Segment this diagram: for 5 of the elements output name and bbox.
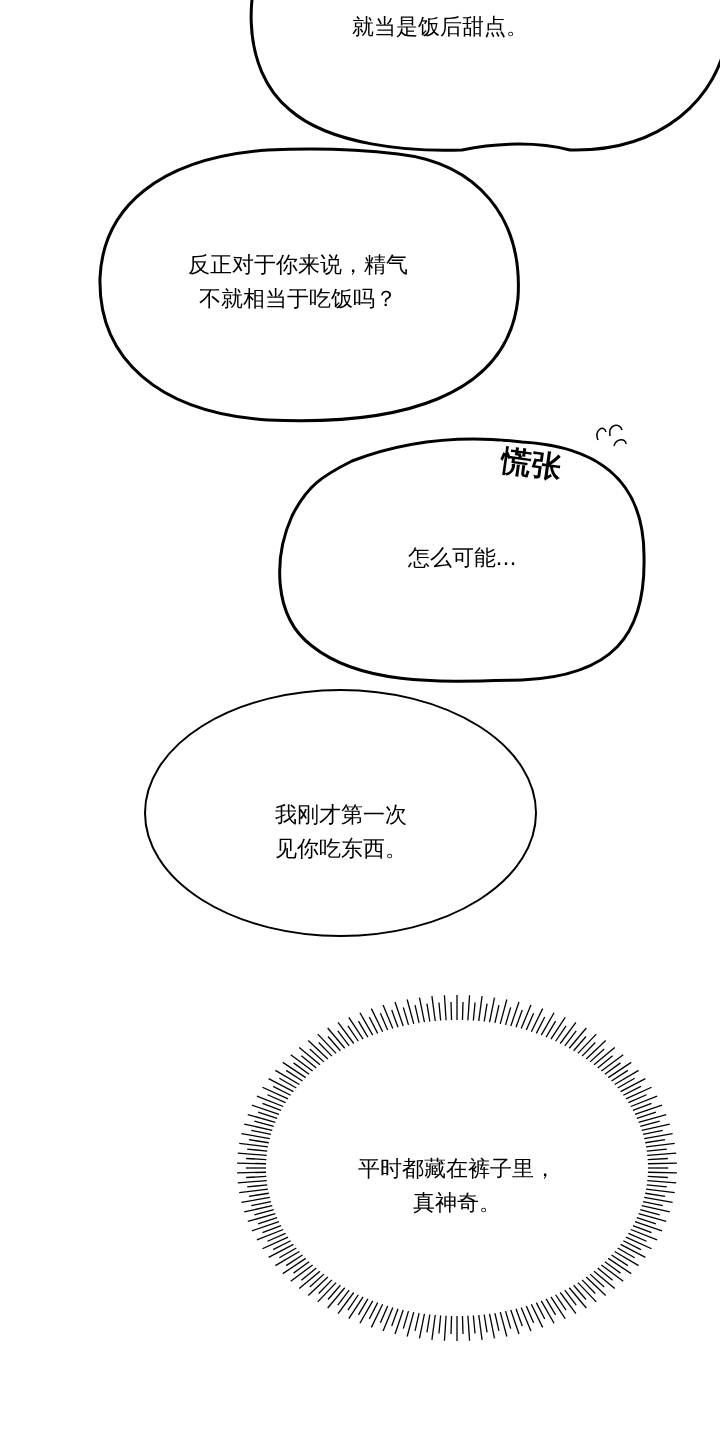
dialogue-text: 就当是饭后甜点。 xyxy=(351,13,529,41)
dialogue-text: 反正对于你来说，精气不就相当于吃饭吗？ xyxy=(187,251,409,313)
dialogue-text: 怎么可能... xyxy=(406,544,518,572)
dialogue-text: 我刚才第一次见你吃东西。 xyxy=(273,801,408,863)
dialogue-text: 平时都藏在裤子里，真神奇。 xyxy=(357,1155,557,1217)
